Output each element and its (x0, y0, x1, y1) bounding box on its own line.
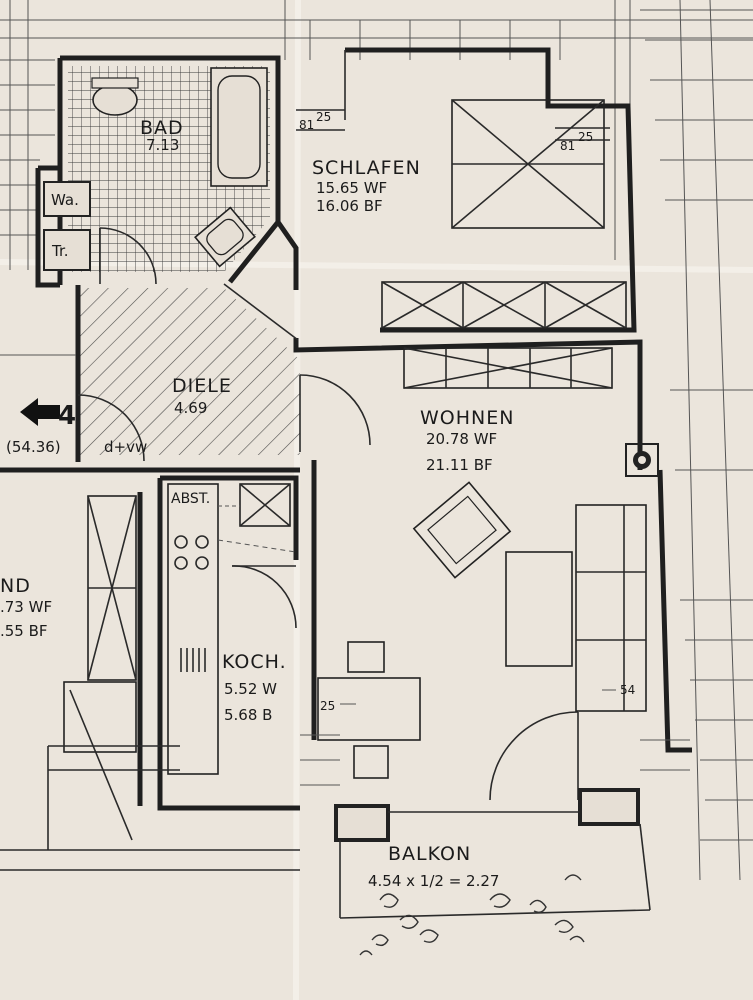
schlafen-name: SCHLAFEN (312, 157, 421, 179)
room-wohnen (311, 347, 692, 801)
schlafen-bf: 16.06 BF (316, 197, 383, 215)
wardrobe-bedroom (381, 281, 627, 329)
pillar-right (578, 788, 640, 826)
koch-b: 5.68 B (224, 706, 272, 724)
door-note: d+vw (104, 438, 147, 456)
coffee-table (505, 551, 573, 667)
washer-label: Wa. (51, 191, 79, 209)
schlafen-wf: 15.65 WF (316, 179, 387, 197)
dryer-label: Tr. (51, 242, 69, 260)
toilet (92, 84, 138, 116)
dining-table (317, 677, 421, 741)
storage-box (239, 483, 291, 527)
balkon-formula: 4.54 x 1/2 = 2.27 (368, 872, 499, 890)
dim-dining: 25 (320, 699, 335, 713)
wohnen-name: WOHNEN (420, 407, 514, 429)
wohnen-wf: 20.78 WF (426, 430, 497, 448)
sofa (575, 504, 647, 712)
dryer-box (43, 229, 91, 271)
balcony-plants (359, 874, 585, 956)
kitchen-counter (167, 483, 219, 775)
fireplace (625, 443, 659, 477)
unit-number: 4 (58, 401, 76, 431)
roof-stripes-right (640, 0, 753, 881)
chair-1 (347, 641, 385, 673)
balkon-name: BALKON (388, 843, 471, 865)
bad-name: BAD (140, 117, 184, 139)
room-schlafen (296, 47, 637, 333)
bad-area: 7.13 (146, 136, 179, 154)
dim-sofa: 54 (620, 683, 635, 697)
abst-label: ABST. (171, 491, 210, 507)
sink (194, 206, 256, 268)
kind-name: ND (0, 575, 31, 597)
koch-name: KOCH. (222, 651, 287, 673)
bathtub (210, 67, 268, 187)
shelf-living (403, 347, 613, 389)
dim-schlafen-left-sup: 25 (316, 110, 331, 124)
room-balkon (300, 734, 690, 956)
kind-wf: .73 WF (0, 598, 52, 616)
armchair (412, 481, 512, 579)
stairs-left (0, 0, 55, 270)
kind-bf: .55 BF (0, 622, 48, 640)
chair-2 (353, 745, 389, 779)
washer-box (43, 181, 91, 217)
diele-area: 4.69 (174, 399, 207, 417)
pillar-left (334, 804, 390, 842)
dim-schlafen-left: 81 (299, 118, 314, 132)
room-kind (0, 492, 300, 871)
unit-total-area: (54.36) (6, 438, 61, 456)
dim-schlafen-right: 81 (560, 139, 575, 153)
room-koch (157, 475, 300, 811)
room-diele (75, 220, 643, 470)
room-bad (35, 55, 281, 288)
koch-w: 5.52 W (224, 680, 277, 698)
dim-schlafen-right-sup: 25 (578, 130, 593, 144)
apartment-marker (20, 398, 60, 426)
wohnen-bf: 21.11 BF (426, 456, 493, 474)
radiator (180, 648, 206, 672)
diele-name: DIELE (172, 375, 232, 397)
